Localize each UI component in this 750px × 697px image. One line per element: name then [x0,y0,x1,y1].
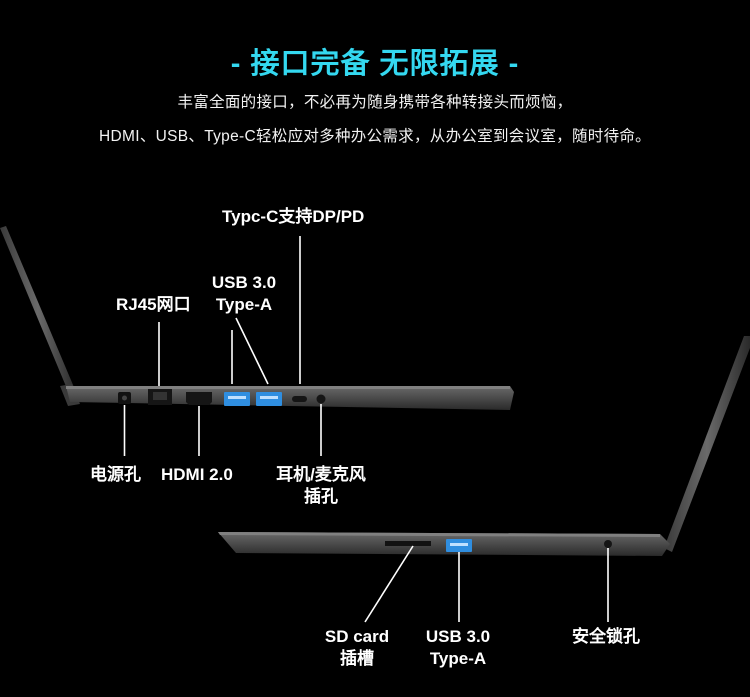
sd-card-slot [385,541,431,546]
label-hdmi: HDMI 2.0 [161,465,233,484]
right-laptop [218,336,750,556]
left-laptop [0,226,514,410]
label-audio: 耳机/麦克风 插孔 [276,465,366,506]
usb-leader-2 [235,317,269,385]
right-laptop-base [218,532,670,556]
left-laptop-base [66,386,514,410]
label-lock: 安全锁孔 [572,627,640,646]
label-usb-bottom: USB 3.0 Type-A [425,627,491,668]
label-sd: SD card 插槽 [324,627,390,668]
label-power: 电源孔 [90,465,141,484]
leader-lines [123,236,609,623]
page-title: - 接口完备 无限拓展 - [230,48,520,80]
label-typec: Typc-C支持DP/PD [222,207,365,226]
subtitle-line-2: HDMI、USB、Type-C轻松应对多种办公需求，从办公室到会议室，随时待命。 [99,128,651,145]
typec-port [292,396,307,402]
hdmi-port [186,392,212,405]
audio-jack [316,394,326,404]
left-laptop-lid [0,226,76,396]
right-laptop-lid [664,336,750,552]
label-rj45: RJ45网口 [116,295,191,314]
security-lock-slot [604,540,612,548]
sd-leader [364,545,414,623]
label-usb-top: USB 3.0 Type-A [211,273,277,314]
subtitle-line-1: 丰富全面的接口，不必再为随身携带各种转接头而烦恼， [177,94,573,111]
